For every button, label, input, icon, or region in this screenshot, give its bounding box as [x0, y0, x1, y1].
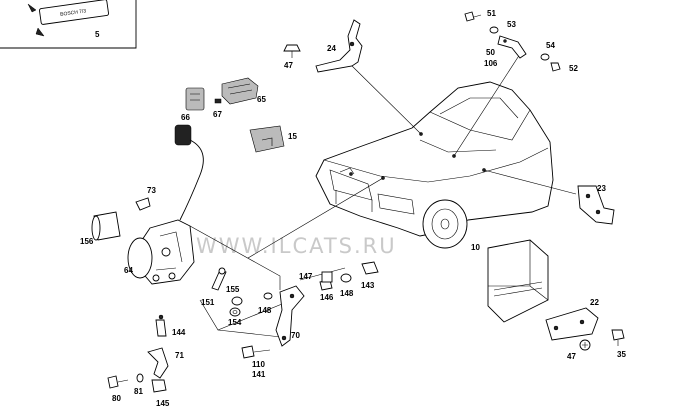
part-52-nut: 52 [550, 62, 578, 73]
part-10-control-unit: 10 [471, 239, 549, 323]
part-35-bolt: 35 [611, 329, 626, 359]
car-illustration [315, 81, 554, 249]
label-73: 73 [147, 186, 156, 195]
part-54-washer: 54 [540, 41, 555, 61]
part-65-relay-socket: 65 [221, 77, 266, 105]
label-66: 66 [181, 113, 190, 122]
label-15: 15 [288, 132, 297, 141]
part-23-bracket: 23 [577, 184, 615, 225]
part-81-washer: 81 [134, 373, 144, 396]
part-47-screw-right: 47 [567, 339, 591, 361]
part-67-clip: 67 [213, 98, 222, 119]
label-81: 81 [134, 387, 143, 396]
label-54: 54 [546, 41, 555, 50]
label-147: 147 [299, 272, 313, 281]
label-53: 53 [507, 20, 516, 29]
label-10: 10 [471, 243, 480, 252]
label-71: 71 [175, 351, 184, 360]
part-144-bolt: 144 [155, 314, 186, 337]
label-154: 154 [228, 318, 242, 327]
label-148b: 148 [340, 289, 354, 298]
part-145-nut: 145 [151, 379, 170, 408]
label-52: 52 [569, 64, 578, 73]
part-151-lever: 151 [201, 267, 227, 307]
label-151: 151 [201, 298, 215, 307]
label-143: 143 [361, 281, 375, 290]
part-146-bushing: 146 [320, 271, 334, 302]
part-71-bracket: 71 [147, 347, 184, 379]
label-23: 23 [597, 184, 606, 193]
part-156-cylinder: 156 [80, 211, 121, 246]
label-47b: 47 [567, 352, 576, 361]
part-53-washer: 53 [489, 20, 516, 34]
label-106: 106 [484, 59, 498, 68]
label-51: 51 [487, 9, 496, 18]
part-70-bracket: 70 [275, 285, 305, 347]
part-148-washer-right: 148 [340, 273, 354, 298]
part-154-washer: 154 [228, 307, 242, 327]
part-148-washer-left: 148 [258, 292, 273, 315]
part-50-bracket: 50 106 [484, 35, 527, 68]
label-146: 146 [320, 293, 334, 302]
label-156: 156 [80, 237, 94, 246]
part-155-washer: 155 [226, 285, 243, 306]
label-22: 22 [590, 298, 599, 307]
part-15-relay: 15 [249, 125, 297, 153]
label-144: 144 [172, 328, 186, 337]
part-73-clip: 73 [135, 186, 156, 211]
label-70: 70 [291, 331, 300, 340]
label-47a: 47 [284, 61, 293, 70]
watermark: WWW.ILCATS.RU [196, 234, 397, 258]
label-141: 141 [252, 370, 266, 379]
part-110-bolt: 110 141 [241, 345, 271, 379]
part-143-nut: 143 [361, 261, 379, 290]
label-64: 64 [124, 266, 133, 275]
label-110: 110 [252, 360, 265, 369]
label-5: 5 [95, 30, 100, 39]
part-47-screw: 47 [283, 44, 301, 70]
label-145: 145 [156, 399, 170, 408]
part-66-connector: 66 [181, 87, 205, 122]
label-67: 67 [213, 110, 222, 119]
part-51-bolt: 51 [464, 9, 496, 22]
relay-sticker [39, 0, 109, 25]
label-35: 35 [617, 350, 626, 359]
label-80: 80 [112, 394, 121, 403]
sticker-text: BOSCH 7/3 [60, 8, 87, 18]
part-22-bracket: 22 [545, 298, 599, 341]
arrow-icon [27, 3, 45, 37]
part-24-bracket: 24 [315, 19, 363, 73]
label-65: 65 [257, 95, 266, 104]
inset-box: BOSCH 7/3 5 [0, 0, 137, 49]
label-155: 155 [226, 285, 240, 294]
part-80-bolt: 80 [107, 375, 129, 403]
label-50: 50 [486, 48, 495, 57]
label-148a: 148 [258, 306, 272, 315]
label-24: 24 [327, 44, 336, 53]
part-64-motor-assembly: 64 [124, 124, 204, 285]
